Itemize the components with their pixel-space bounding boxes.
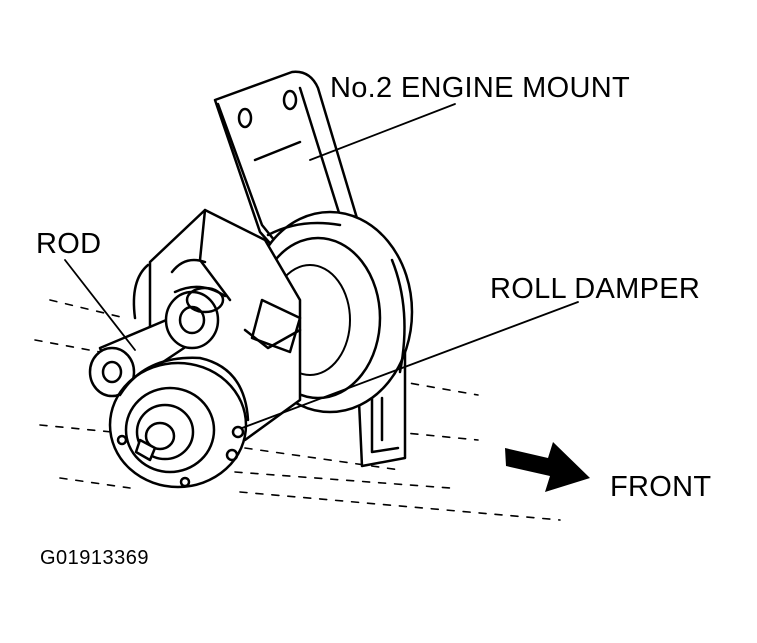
frame-dashed-lines xyxy=(34,299,561,521)
front-arrow-icon xyxy=(505,442,590,492)
roll-damper-label: ROLL DAMPER xyxy=(490,273,701,305)
engine-mount-label: No.2 ENGINE MOUNT xyxy=(330,72,630,104)
roll-damper-body xyxy=(108,356,250,489)
rod-label: ROD xyxy=(36,228,102,260)
figure-code: G01913369 xyxy=(40,547,150,569)
leader-lines xyxy=(64,103,579,429)
front-label: FRONT xyxy=(610,471,712,503)
rod-link xyxy=(88,285,227,398)
